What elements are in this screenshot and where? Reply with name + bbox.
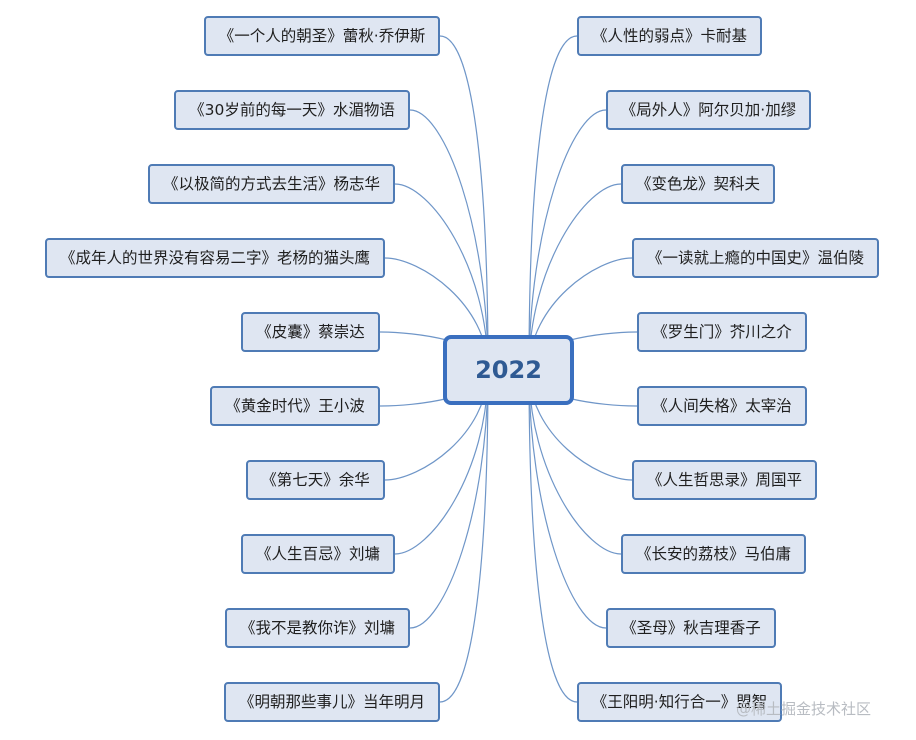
right-connector-line (528, 369, 578, 703)
right-book-node[interactable]: 《人生哲思录》周国平 (632, 460, 817, 500)
right-book-node[interactable]: 《罗生门》芥川之介 (637, 312, 807, 352)
right-book-node[interactable]: 《变色龙》契科夫 (621, 164, 775, 204)
right-book-node[interactable]: 《人间失格》太宰治 (637, 386, 807, 426)
left-book-node[interactable]: 《一个人的朝圣》蕾秋·乔伊斯 (204, 16, 440, 56)
left-book-node[interactable]: 《30岁前的每一天》水湄物语 (174, 90, 410, 130)
right-connector-line (528, 183, 622, 371)
right-book-node[interactable]: 《一读就上瘾的中国史》温伯陵 (632, 238, 879, 278)
left-book-node[interactable]: 《我不是教你诈》刘墉 (225, 608, 410, 648)
right-connector-line (528, 109, 607, 371)
right-book-node[interactable]: 《局外人》阿尔贝加·加缪 (606, 90, 811, 130)
left-book-node[interactable]: 《成年人的世界没有容易二字》老杨的猫头鹰 (45, 238, 385, 278)
left-book-node[interactable]: 《明朝那些事儿》当年明月 (224, 682, 440, 722)
central-topic[interactable]: 2022 (443, 335, 574, 405)
right-connector-line (528, 369, 622, 555)
right-book-node[interactable]: 《圣母》秋吉理香子 (606, 608, 776, 648)
right-connector-line (528, 35, 578, 371)
right-book-node[interactable]: 《王阳明·知行合一》盟智 (577, 682, 782, 722)
left-book-node[interactable]: 《第七天》余华 (246, 460, 385, 500)
watermark: @稀土掘金技术社区 (736, 700, 872, 718)
left-connector-line (394, 369, 489, 555)
right-connector-line (528, 369, 607, 629)
left-connector-line (439, 35, 489, 371)
left-book-node[interactable]: 《皮囊》蔡崇达 (241, 312, 380, 352)
left-book-node[interactable]: 《以极简的方式去生活》杨志华 (148, 164, 395, 204)
left-connector-line (394, 183, 489, 371)
left-book-node[interactable]: 《黄金时代》王小波 (210, 386, 380, 426)
left-connector-line (409, 369, 489, 629)
left-connector-line (439, 369, 489, 703)
right-book-node[interactable]: 《人性的弱点》卡耐基 (577, 16, 762, 56)
left-connector-line (409, 109, 489, 371)
right-book-node[interactable]: 《长安的荔枝》马伯庸 (621, 534, 806, 574)
left-book-node[interactable]: 《人生百忌》刘墉 (241, 534, 395, 574)
